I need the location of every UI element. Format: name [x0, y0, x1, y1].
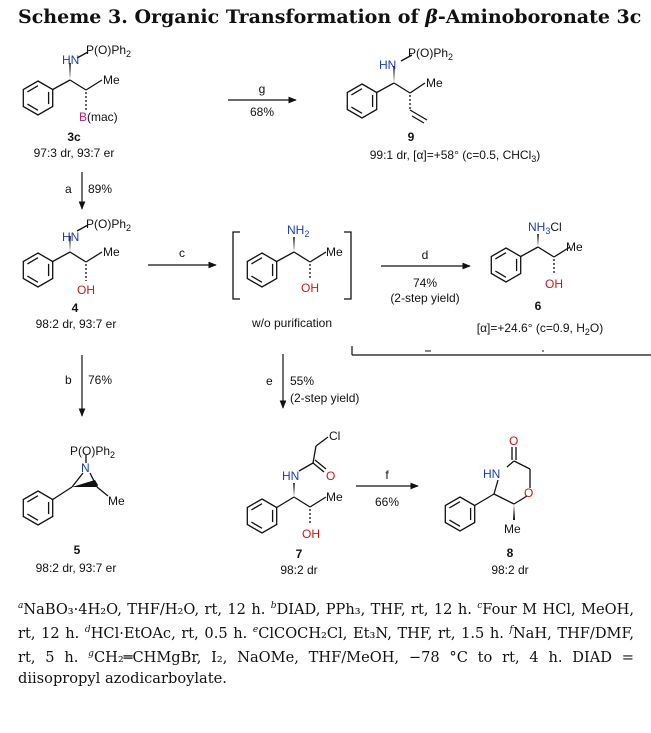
compound-label-8: 8: [507, 546, 514, 560]
footnote-mark-c: c: [477, 601, 483, 611]
phenyl-ring-intermediate: [246, 252, 278, 288]
ammonium-label-6: NH3Cl: [528, 220, 562, 236]
stats-4: 98:2 dr, 93:7 er: [36, 317, 117, 331]
reagent-f: f: [385, 468, 389, 482]
hydroxyl-label-7: OH: [302, 527, 320, 541]
yield-e: 55%: [290, 374, 314, 388]
reagent-c: c: [179, 246, 185, 260]
protecting-group-3c: P(O)Ph2: [86, 43, 131, 59]
note-d: (2-step yield): [390, 291, 459, 305]
hn-label-9: HN: [379, 58, 396, 72]
methyl-label-4: Me: [103, 245, 120, 259]
yield-f: 66%: [375, 495, 399, 509]
hydroxyl-label-intermediate: OH: [301, 281, 319, 295]
separator-line: [351, 346, 651, 356]
protecting-group-4: P(O)Ph2: [86, 217, 131, 233]
compound-9: HN P(O)Ph2 Me 9 99:1 dr, [α]=+58° (c=0.5…: [346, 46, 541, 164]
reagent-e: e: [266, 374, 273, 388]
protecting-group-9: P(O)Ph2: [408, 46, 453, 62]
carbonyl-o-label-8: O: [509, 434, 518, 448]
stats-5: 98:2 dr, 93:7 er: [36, 561, 117, 575]
reagent-b: b: [65, 373, 72, 387]
compound-label-5: 5: [74, 543, 81, 557]
hn-label-4: HN: [62, 230, 79, 244]
stats-7: 98:2 dr: [280, 563, 317, 577]
note-e: (2-step yield): [290, 391, 359, 405]
boron-label-3c: B(mac): [79, 110, 118, 124]
stats-3c: 97:3 dr, 93:7 er: [34, 146, 115, 160]
arrow-d: d 74% (2-step yield): [381, 248, 471, 305]
arrow-b: b 76%: [65, 355, 112, 417]
methyl-label-5: Me: [108, 494, 125, 508]
phenyl-ring-5: [22, 490, 54, 526]
stats-9: 99:1 dr, [α]=+58° (c=0.5, CHCl3): [370, 148, 541, 164]
methyl-label-7: Me: [326, 490, 343, 504]
compound-label-7: 7: [296, 547, 303, 561]
aziridine-n-label-5: N: [81, 461, 90, 475]
bracket-left: [232, 231, 240, 300]
hydroxyl-label-6: OH: [545, 277, 563, 291]
beta-symbol: β: [425, 6, 438, 28]
footnote-text: aNaBO₃·4H₂O, THF/H₂O, rt, 12 h. bDIAD, P…: [18, 600, 634, 687]
stats-6: [α]=+24.6° (c=0.9, H2O): [477, 321, 604, 337]
hn-label-8: HN: [483, 467, 500, 481]
compound-label-6: 6: [535, 299, 542, 313]
amine-label-intermediate: NH2: [287, 223, 309, 239]
compound-5: P(O)Ph2 N Me 5 98:2 dr, 93:7 er: [22, 444, 125, 575]
arrow-f: f 66%: [356, 468, 419, 509]
compound-3c: HN P(O)Ph2 Me B(mac) 3c 97:3 dr, 93:7 er: [22, 43, 131, 160]
arrow-c: c: [148, 246, 217, 269]
hn-label-3c: HN: [62, 53, 79, 67]
yield-d: 74%: [413, 276, 437, 290]
yield-b: 76%: [88, 373, 112, 387]
arrow-g: g 68%: [228, 82, 297, 119]
intermediate-amino-alcohol: NH2 Me OH w/o purification: [232, 223, 352, 330]
compound-8: O HN O Me 8 98:2 dr: [444, 434, 533, 577]
yield-g: 68%: [250, 105, 274, 119]
compound-4: HN P(O)Ph2 Me OH 4 98:2 dr, 93:7 er: [22, 217, 131, 331]
hydroxyl-label-4: OH: [77, 283, 95, 297]
phenyl-ring-6: [490, 247, 522, 283]
protecting-group-5: P(O)Ph2: [70, 444, 115, 460]
carbonyl-o-label-7: O: [326, 469, 335, 483]
footnote-mark-a: a: [18, 601, 24, 611]
reagent-g: g: [259, 82, 266, 96]
stats-8: 98:2 dr: [491, 563, 528, 577]
compound-label-9: 9: [408, 130, 415, 144]
methyl-label-6: Me: [566, 240, 583, 254]
footnote-mark-e: e: [252, 624, 259, 635]
phenyl-ring-3c: [22, 80, 54, 116]
phenyl-ring-9: [346, 83, 378, 119]
ring-o-label-8: O: [524, 486, 533, 500]
methyl-label-3c: Me: [103, 73, 120, 87]
methyl-label-9: Me: [426, 76, 443, 90]
compound-7: Cl HN O Me OH 7 98:2 dr: [246, 429, 343, 577]
compound-label-4: 4: [72, 301, 79, 315]
phenyl-ring-8: [444, 496, 476, 532]
phenyl-ring-4: [22, 252, 54, 288]
methyl-label-8: Me: [504, 522, 521, 536]
methyl-label-intermediate: Me: [326, 245, 343, 259]
arrow-a: a 89%: [65, 172, 112, 210]
footnote-mark-b: b: [270, 601, 277, 611]
bracket-right: [344, 231, 352, 300]
reagent-d: d: [422, 248, 429, 262]
note-without-purification: w/o purification: [251, 316, 332, 330]
compound-6: NH3Cl Me OH 6 [α]=+24.6° (c=0.9, H2O): [477, 220, 604, 337]
footnote-mark-d: d: [84, 624, 91, 635]
chloride-label-7: Cl: [329, 429, 340, 443]
reaction-scheme: HN P(O)Ph2 Me B(mac) 3c 97:3 dr, 93:7 er…: [22, 43, 651, 577]
footnote-mark-g: g: [88, 648, 94, 659]
arrow-e: e 55% (2-step yield): [266, 354, 359, 409]
scheme-title: Scheme 3. Organic Transformation of β-Am…: [18, 6, 642, 28]
phenyl-ring-7: [246, 498, 278, 534]
reagent-a: a: [65, 182, 72, 196]
yield-a: 89%: [88, 182, 112, 196]
compound-label-3c: 3c: [67, 130, 81, 144]
hn-label-7: HN: [282, 469, 299, 483]
footnote-mark-f: f: [509, 624, 513, 635]
